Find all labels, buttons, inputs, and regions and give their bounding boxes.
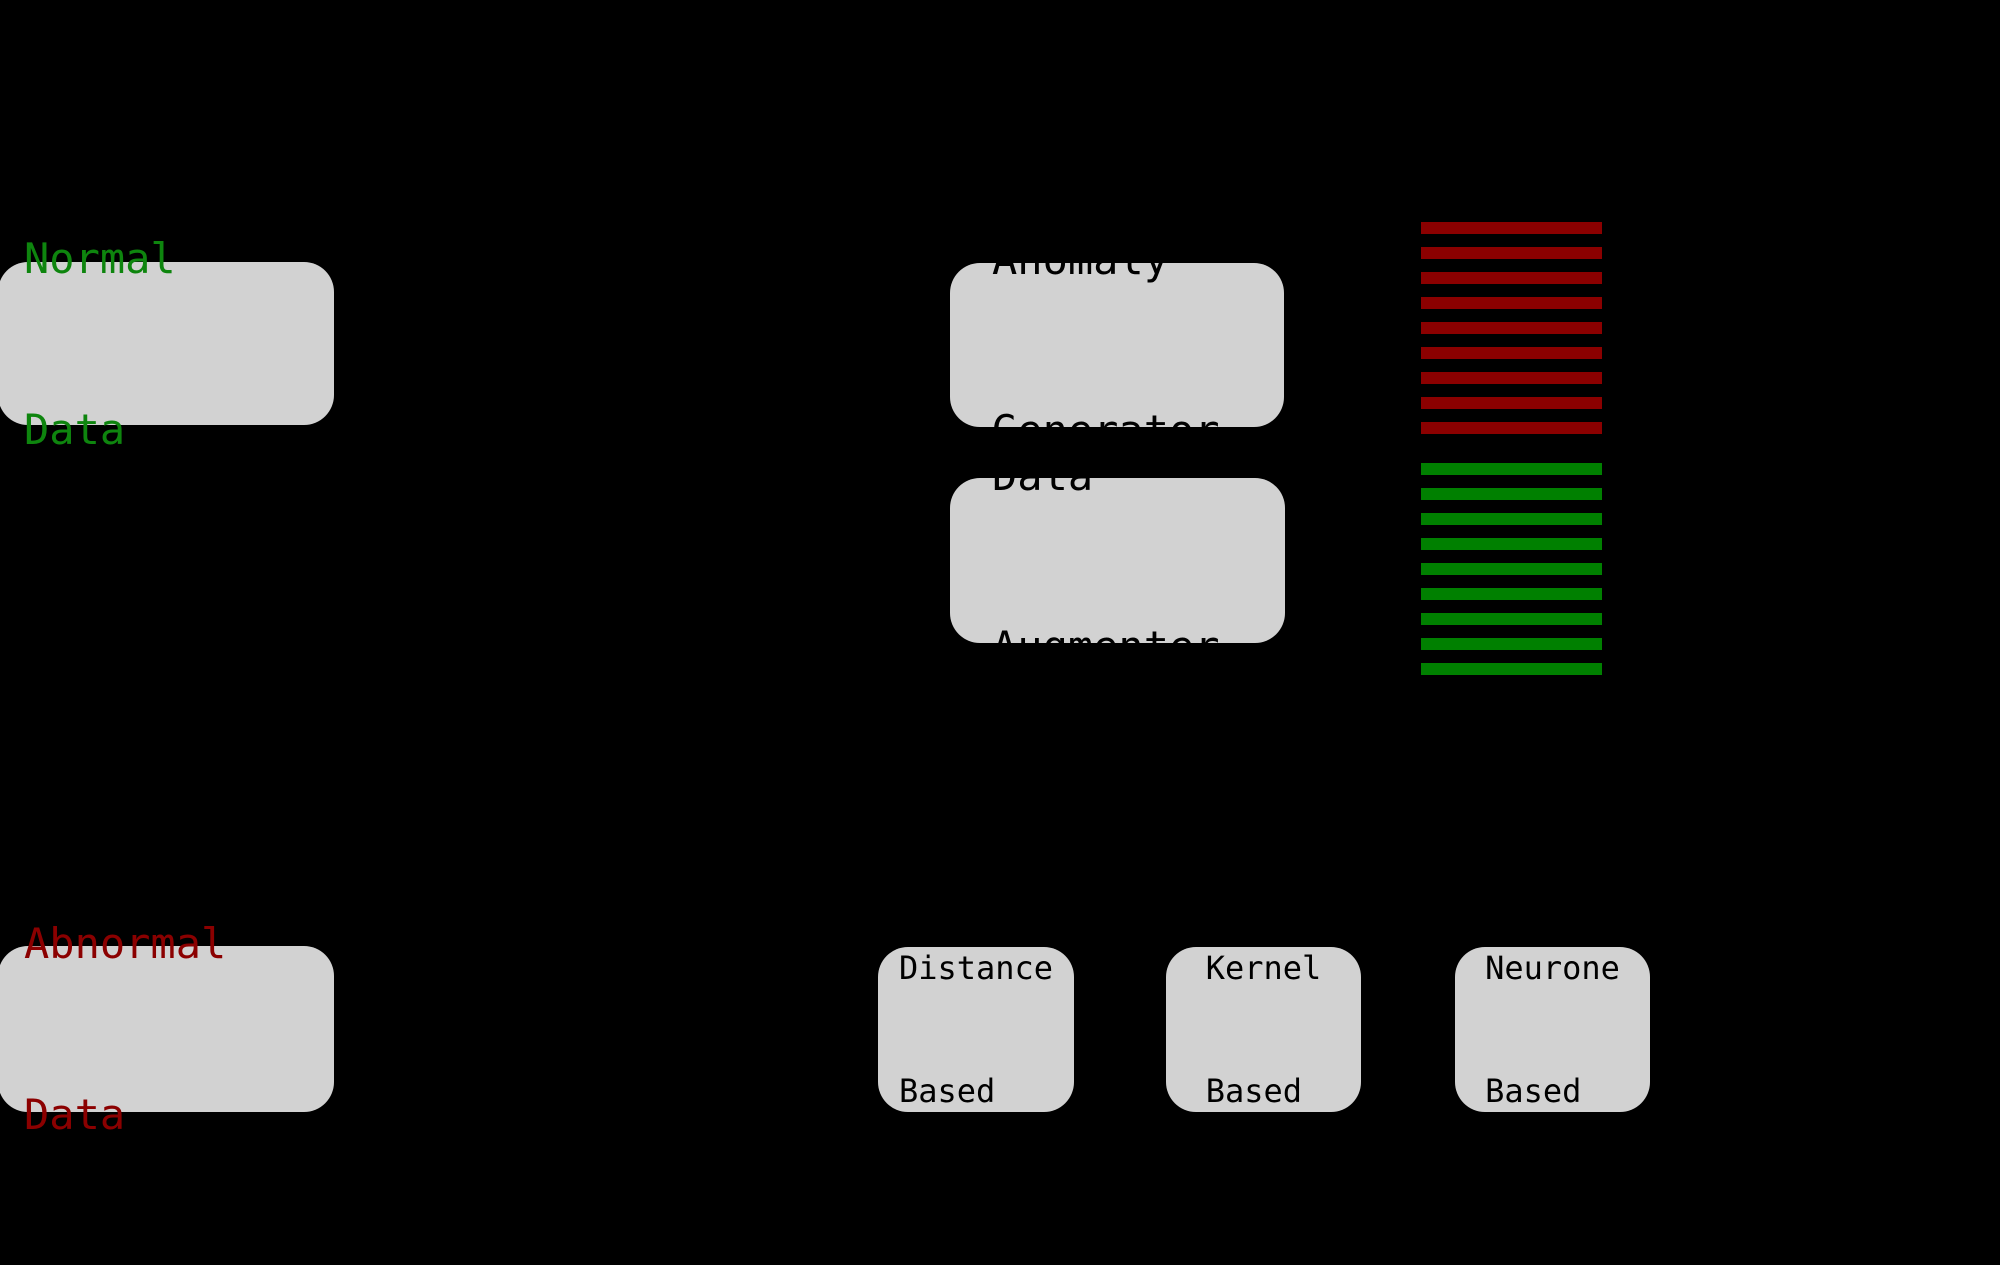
normal-data-label-line1: Normal — [24, 233, 176, 283]
normal-sample-bar — [1421, 488, 1602, 500]
normal-data-bar-stack — [1421, 463, 1602, 675]
kernel-based-label-line2: Based — [1205, 1071, 1303, 1110]
neurone-based-label: Neurone Based — [1485, 866, 1620, 1194]
anomalous-data-bar-stack — [1421, 222, 1602, 434]
anomalous-sample-bar — [1421, 347, 1602, 359]
anomaly-generator-label-line1: Anomaly — [992, 235, 1170, 284]
distance-based-box: Distance Based — [878, 947, 1074, 1112]
neurone-based-box: Neurone Based — [1455, 947, 1650, 1112]
normal-sample-bar — [1421, 463, 1602, 475]
anomalous-sample-bar — [1421, 372, 1602, 384]
normal-data-box: Normal Data — [0, 234, 334, 454]
anomalous-sample-bar — [1421, 322, 1602, 334]
normal-sample-bar — [1421, 663, 1602, 675]
abnormal-data-label-line1: Abnormal — [24, 919, 227, 968]
normal-data-label: Normal Data — [0, 116, 176, 572]
anomalous-sample-bar — [1421, 272, 1602, 284]
neurone-based-label-line1: Neurone — [1485, 948, 1620, 987]
normal-sample-bar — [1421, 563, 1602, 575]
kernel-based-box: Kernel Based — [1166, 947, 1361, 1112]
anomaly-generator-label: Anomaly Generator — [950, 117, 1220, 573]
data-augmenter-label: Data Augmenter — [950, 333, 1220, 789]
data-augmenter-label-line2: Augmenter — [992, 621, 1220, 671]
anomalous-sample-bar — [1421, 247, 1602, 259]
kernel-based-label: Kernel Based — [1206, 866, 1322, 1194]
normal-sample-bar — [1421, 638, 1602, 650]
anomaly-generator-box: Anomaly Generator — [950, 235, 1284, 455]
anomalous-sample-bar — [1421, 397, 1602, 409]
normal-sample-bar — [1421, 513, 1602, 525]
distance-based-label-line2: Based — [898, 1071, 996, 1110]
distance-based-label-line1: Distance — [898, 948, 1054, 987]
anomaly-generator-label-line2: Generator — [992, 406, 1220, 455]
abnormal-data-label: Abnormal Data — [0, 801, 226, 1257]
normal-sample-bar — [1421, 538, 1602, 550]
normal-sample-bar — [1421, 613, 1602, 625]
anomalous-sample-bar — [1421, 422, 1602, 434]
normal-sample-bar — [1421, 588, 1602, 600]
neurone-based-label-line2: Based — [1485, 1071, 1582, 1110]
distance-based-label: Distance Based — [899, 866, 1053, 1194]
kernel-based-label-line1: Kernel — [1205, 948, 1322, 987]
normal-data-label-line2: Data — [24, 404, 126, 454]
abnormal-data-box: Abnormal Data — [0, 919, 334, 1139]
abnormal-data-label-line2: Data — [24, 1090, 126, 1139]
anomalous-sample-bar — [1421, 297, 1602, 309]
anomalous-sample-bar — [1421, 222, 1602, 234]
data-augmenter-label-line1: Data — [992, 450, 1094, 500]
data-augmenter-box: Data Augmenter — [950, 451, 1285, 671]
